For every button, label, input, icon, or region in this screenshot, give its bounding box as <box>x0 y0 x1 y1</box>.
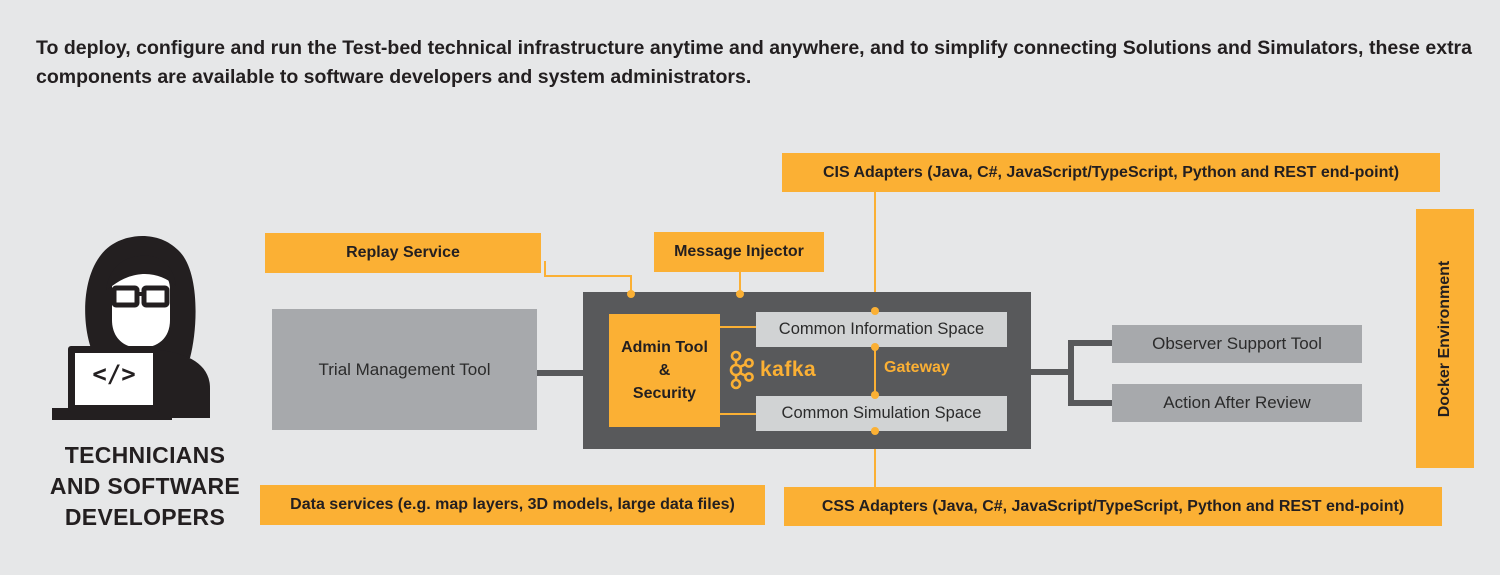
output-connector-line <box>1030 369 1070 375</box>
connector-dot <box>736 290 744 298</box>
admin-cis-link <box>720 326 756 328</box>
admin-tool-security-box: Admin Tool & Security <box>609 314 720 427</box>
kafka-icon <box>729 350 754 390</box>
connector-dot <box>871 391 879 399</box>
person-label-line: TECHNICIANS <box>64 442 226 468</box>
css-connector-line <box>874 425 876 487</box>
kafka-label: kafka <box>760 358 817 381</box>
intro-paragraph: To deploy, configure and run the Test-be… <box>36 37 1472 88</box>
action-after-review-box: Action After Review <box>1112 384 1362 422</box>
common-simulation-space-box: Common Simulation Space <box>756 396 1007 431</box>
admin-tool-label: & <box>658 362 671 379</box>
connector-dot <box>871 427 879 435</box>
person-label-line: DEVELOPERS <box>64 504 226 530</box>
docker-environment-label: Docker Environment <box>1436 260 1454 417</box>
replay-connector-line <box>544 275 632 277</box>
output-connector-line <box>1068 340 1074 406</box>
data-services-box: Data services (e.g. map layers, 3D model… <box>260 485 765 525</box>
message-injector-box: Message Injector <box>654 232 824 272</box>
code-glyph: </> <box>92 360 136 388</box>
cis-adapters-box: CIS Adapters (Java, C#, JavaScript/TypeS… <box>782 153 1440 192</box>
docker-environment-box: Docker Environment <box>1416 209 1474 468</box>
kafka-logo: kafka <box>728 350 816 390</box>
css-adapters-box: CSS Adapters (Java, C#, JavaScript/TypeS… <box>784 487 1442 526</box>
trial-management-tool-box: Trial Management Tool <box>272 309 537 430</box>
admin-css-link <box>720 413 756 415</box>
injector-connector-line <box>739 272 741 294</box>
cis-connector-line <box>874 192 876 312</box>
admin-tool-label: Admin Tool <box>621 339 708 356</box>
observer-support-tool-box: Observer Support Tool <box>1112 325 1362 363</box>
person-label-line: AND SOFTWARE <box>49 473 241 499</box>
connector-dot <box>627 290 635 298</box>
admin-tool-label: Security <box>632 385 697 402</box>
replay-service-box: Replay Service <box>265 233 541 273</box>
gateway-line <box>874 347 876 396</box>
output-connector-line <box>1068 400 1112 406</box>
trial-connector-line <box>537 370 585 376</box>
output-connector-line <box>1068 340 1112 346</box>
connector-dot <box>871 343 879 351</box>
person-label: TECHNICIANS AND SOFTWARE DEVELOPERS <box>40 440 250 533</box>
gateway-label: Gateway <box>884 359 950 376</box>
replay-connector-line <box>544 261 546 275</box>
connector-dot <box>871 307 879 315</box>
replay-connector-line <box>630 275 632 295</box>
common-information-space-box: Common Information Space <box>756 312 1007 347</box>
developer-person-icon <box>52 235 210 420</box>
